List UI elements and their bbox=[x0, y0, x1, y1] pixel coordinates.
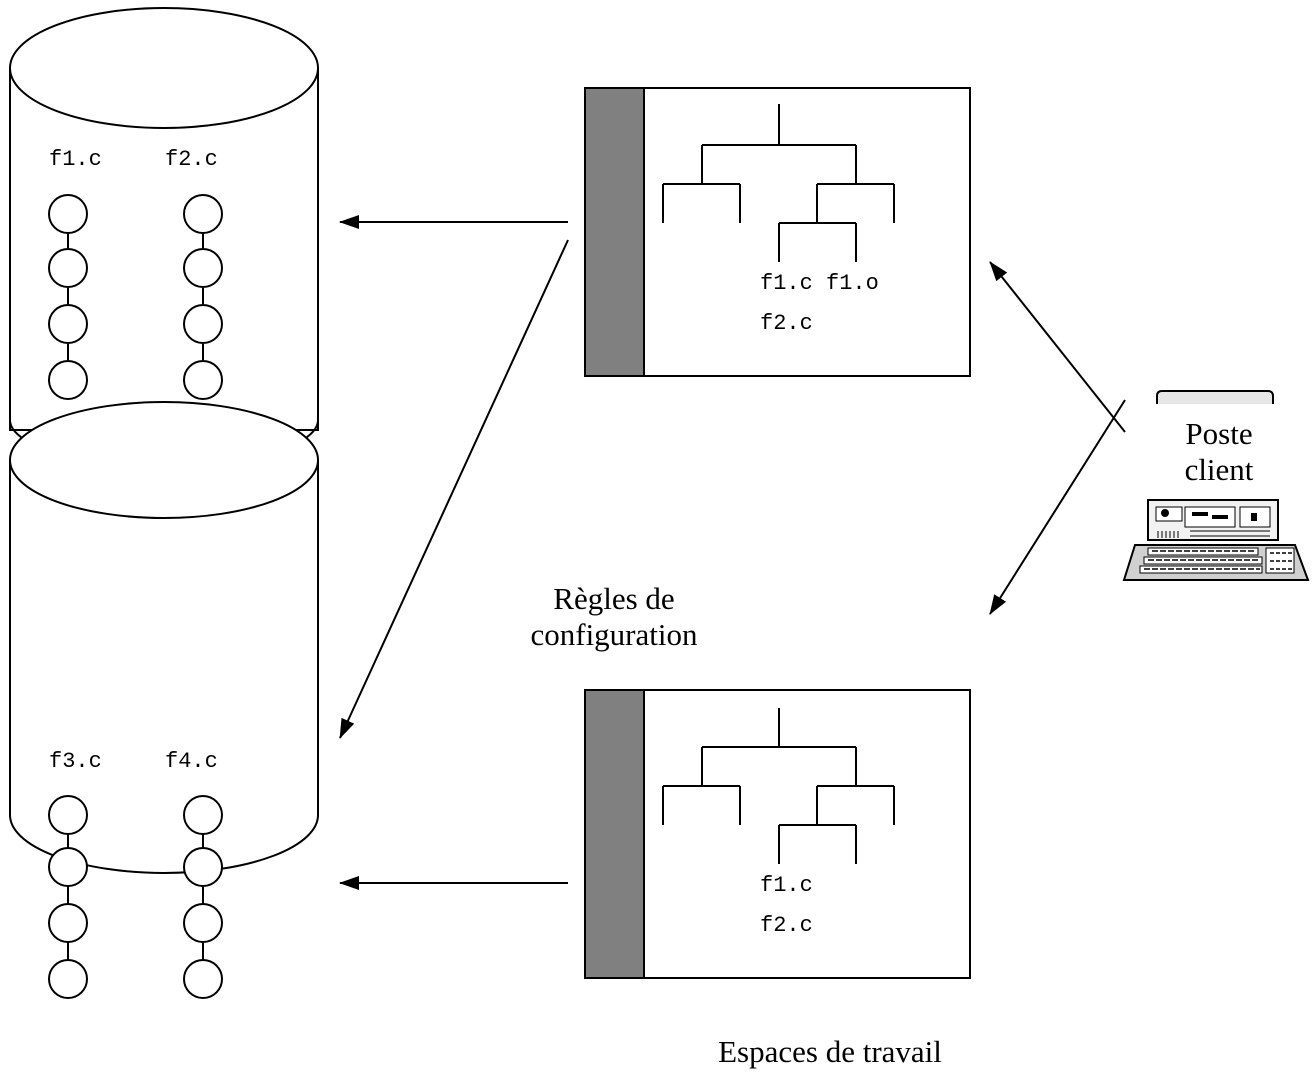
arrow-client-to-workspace1 bbox=[989, 261, 1126, 433]
file-label-f3: f3.c bbox=[49, 749, 102, 774]
version-node bbox=[183, 360, 223, 400]
version-node bbox=[48, 360, 88, 400]
version-node bbox=[183, 795, 223, 835]
workspace-files-row2: f2.c bbox=[760, 311, 813, 336]
arrow-client-to-workspace2 bbox=[989, 399, 1126, 615]
client-label-line2: client bbox=[1185, 452, 1254, 487]
computer-icon bbox=[1122, 390, 1310, 581]
workspace-sidebar bbox=[584, 87, 645, 377]
version-node bbox=[183, 959, 223, 999]
directory-tree bbox=[662, 708, 895, 864]
version-node bbox=[183, 847, 223, 887]
version-node bbox=[183, 194, 223, 234]
version-chain-f1 bbox=[48, 194, 88, 400]
version-node bbox=[48, 795, 88, 835]
version-node bbox=[48, 304, 88, 344]
version-chain-f2 bbox=[183, 194, 223, 400]
version-node bbox=[48, 959, 88, 999]
rules-label-line2: configuration bbox=[530, 617, 698, 652]
client-label-line1: Poste bbox=[1185, 416, 1252, 451]
version-node bbox=[183, 903, 223, 943]
workspace-2: f1.c f2.c bbox=[584, 689, 971, 979]
file-label-f4: f4.c bbox=[165, 749, 218, 774]
version-node bbox=[48, 194, 88, 234]
workspace-files-row1: f1.c bbox=[760, 873, 813, 898]
version-chain-f3 bbox=[48, 795, 88, 999]
rules-label-line1: Règles de bbox=[553, 581, 674, 616]
directory-tree bbox=[662, 104, 895, 262]
arrow-workspace1-to-bottom-repo bbox=[339, 239, 569, 739]
workspace-1: f1.c f1.o f2.c bbox=[584, 87, 971, 377]
repository-cylinder-top bbox=[9, 7, 319, 467]
version-node bbox=[183, 248, 223, 288]
repository-cylinder-bottom bbox=[9, 401, 319, 874]
version-node bbox=[48, 248, 88, 288]
file-label-f2: f2.c bbox=[165, 147, 218, 172]
workspaces-caption: Espaces de travail bbox=[718, 1034, 942, 1069]
version-node bbox=[48, 847, 88, 887]
workspace-sidebar bbox=[584, 689, 645, 979]
version-node bbox=[183, 304, 223, 344]
version-node bbox=[48, 903, 88, 943]
file-label-f1: f1.c bbox=[49, 147, 102, 172]
version-chain-f4 bbox=[183, 795, 223, 999]
workspace-files-row2: f2.c bbox=[760, 913, 813, 938]
workspace-files-row1: f1.c f1.o bbox=[760, 271, 879, 296]
